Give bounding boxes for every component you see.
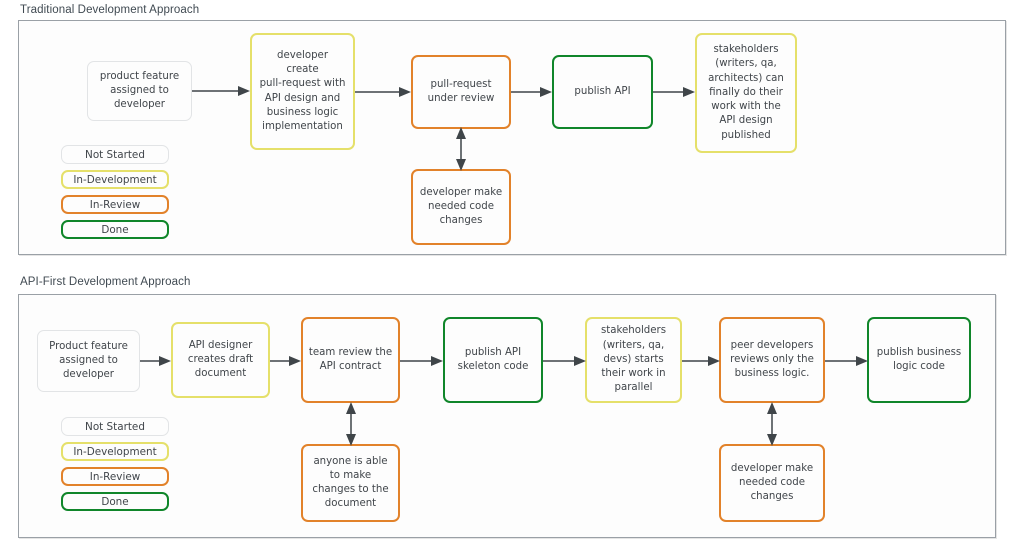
section-traditional-development: Traditional Development Approach product… [0,0,1024,268]
arrow-a6-to-a7 [825,356,868,366]
legend-item-not-started[interactable]: Not Started [61,145,169,164]
node-stakeholders-parallel[interactable]: stakeholders (writers, qa, devs) starts … [585,317,682,403]
legend-item-in-development[interactable]: In-Development [61,170,169,189]
node-pull-request-under-review[interactable]: pull-request under review [411,55,511,129]
arrow-a1-to-a2 [140,356,171,366]
arrow-a3-to-a4 [400,356,443,366]
arrow-a6-a9-bidirectional [767,402,777,446]
arrow-t1-to-t2 [192,86,250,96]
node-developer-make-code-changes-2[interactable]: developer make needed code changes [719,444,825,522]
section-api-first-development: API-First Development Approach Product f… [0,272,1024,553]
legend-traditional: Not Started In-Development In-Review Don… [61,145,169,245]
legend-item-in-development-2[interactable]: In-Development [61,442,169,461]
legend-api-first: Not Started In-Development In-Review Don… [61,417,169,517]
legend-item-done-2[interactable]: Done [61,492,169,511]
node-peer-developers-review[interactable]: peer developers reviews only the busines… [719,317,825,403]
node-publish-api-skeleton[interactable]: publish API skeleton code [443,317,543,403]
diagram-canvas-traditional: product feature assigned to developer de… [18,20,1006,255]
section-title-traditional: Traditional Development Approach [20,4,200,16]
arrow-a3-a8-bidirectional [346,402,356,446]
legend-item-done[interactable]: Done [61,220,169,239]
node-product-feature-assigned[interactable]: product feature assigned to developer [87,61,192,121]
node-publish-api[interactable]: publish API [552,55,653,129]
arrow-a2-to-a3 [270,356,301,366]
node-team-review-api-contract[interactable]: team review the API contract [301,317,400,403]
legend-item-in-review[interactable]: In-Review [61,195,169,214]
legend-item-not-started-2[interactable]: Not Started [61,417,169,436]
section-title-api-first: API-First Development Approach [20,276,191,288]
node-stakeholders-finally-work[interactable]: stakeholders (writers, qa, architects) c… [695,33,797,153]
node-developer-make-code-changes[interactable]: developer make needed code changes [411,169,511,245]
arrow-t2-to-t3 [355,87,411,97]
arrow-t3-to-t4 [511,87,552,97]
node-developer-create-pull-request[interactable]: developer create pull-request with API d… [250,33,355,150]
node-product-feature-assigned-2[interactable]: Product feature assigned to developer [37,330,140,392]
arrow-a5-to-a6 [682,356,720,366]
legend-item-in-review-2[interactable]: In-Review [61,467,169,486]
node-anyone-change-document[interactable]: anyone is able to make changes to the do… [301,444,400,522]
arrow-a4-to-a5 [543,356,586,366]
node-publish-business-logic[interactable]: publish business logic code [867,317,971,403]
diagram-canvas-api-first: Product feature assigned to developer AP… [18,294,996,538]
arrow-t4-to-t5 [653,87,695,97]
arrow-t3-t6-bidirectional [456,127,466,171]
node-api-designer-draft[interactable]: API designer creates draft document [171,322,270,398]
